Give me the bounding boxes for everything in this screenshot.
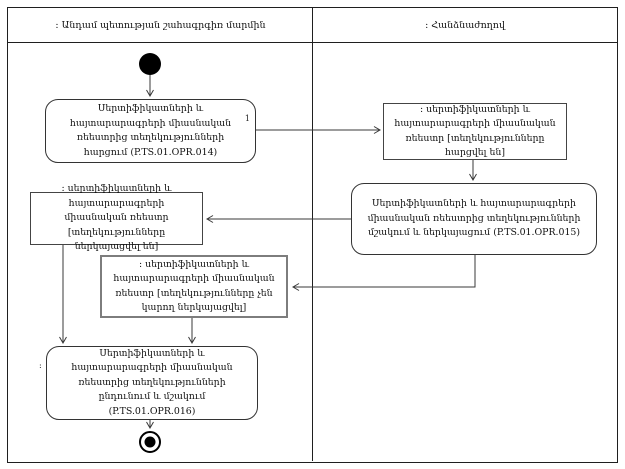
- object-node-registry-presented: : սերտիֆիկատների և հայտարարագրերի միասնա…: [30, 183, 203, 252]
- swimlane-header-commission: : Հանձնաժողով: [312, 7, 618, 43]
- activity-opr014-corner-mark: 1: [244, 114, 250, 123]
- swimlane-divider: [312, 41, 313, 461]
- initial-node: [139, 53, 161, 75]
- swimlane-label: : Հանձնաժողով: [425, 19, 505, 31]
- activity-opr015: Սերտիֆիկատների և հայտարարագրերի միասնակա…: [351, 183, 597, 255]
- swimlane-label: : Անդամ պետության շահագրգիռ մարմին: [55, 19, 266, 31]
- activity-opr014: Սերտիֆիկատների և հայտարարագրերի միասնակա…: [45, 99, 256, 163]
- activity-opr016-label: Սերտիֆիկատների և հայտարարագրերի միասնակա…: [71, 347, 233, 417]
- activity-opr016-corner-mark: :: [39, 361, 42, 370]
- swimlane-header-member-state-body: : Անդամ պետության շահագրգիռ մարմին: [7, 7, 314, 43]
- object-node-registry-requested-label: : սերտիֆիկատների և հայտարարագրերի միասնա…: [394, 103, 556, 159]
- object-node-registry-not-presented: : սերտիֆիկատների և հայտարարագրերի միասնա…: [100, 255, 288, 318]
- object-node-registry-presented-label: : սերտիֆիկատների և հայտարարագրերի միասնա…: [61, 183, 172, 253]
- final-node-core: [144, 436, 156, 448]
- flow-arrow-opr015-to-not-presented: [292, 255, 476, 291]
- activity-opr015-label: Սերտիֆիկատների և հայտարարագրերի միասնակա…: [367, 198, 581, 239]
- activity-opr014-label: Սերտիֆիկատների և հայտարարագրերի միասնակա…: [69, 103, 232, 158]
- activity-opr016: Սերտիֆիկատների և հայտարարագրերի միասնակա…: [39, 346, 258, 420]
- object-node-registry-not-presented-label: : սերտիֆիկատների և հայտարարագրերի միասնա…: [113, 258, 275, 314]
- object-node-registry-requested: : սերտիֆիկատների և հայտարարագրերի միասնա…: [383, 103, 567, 160]
